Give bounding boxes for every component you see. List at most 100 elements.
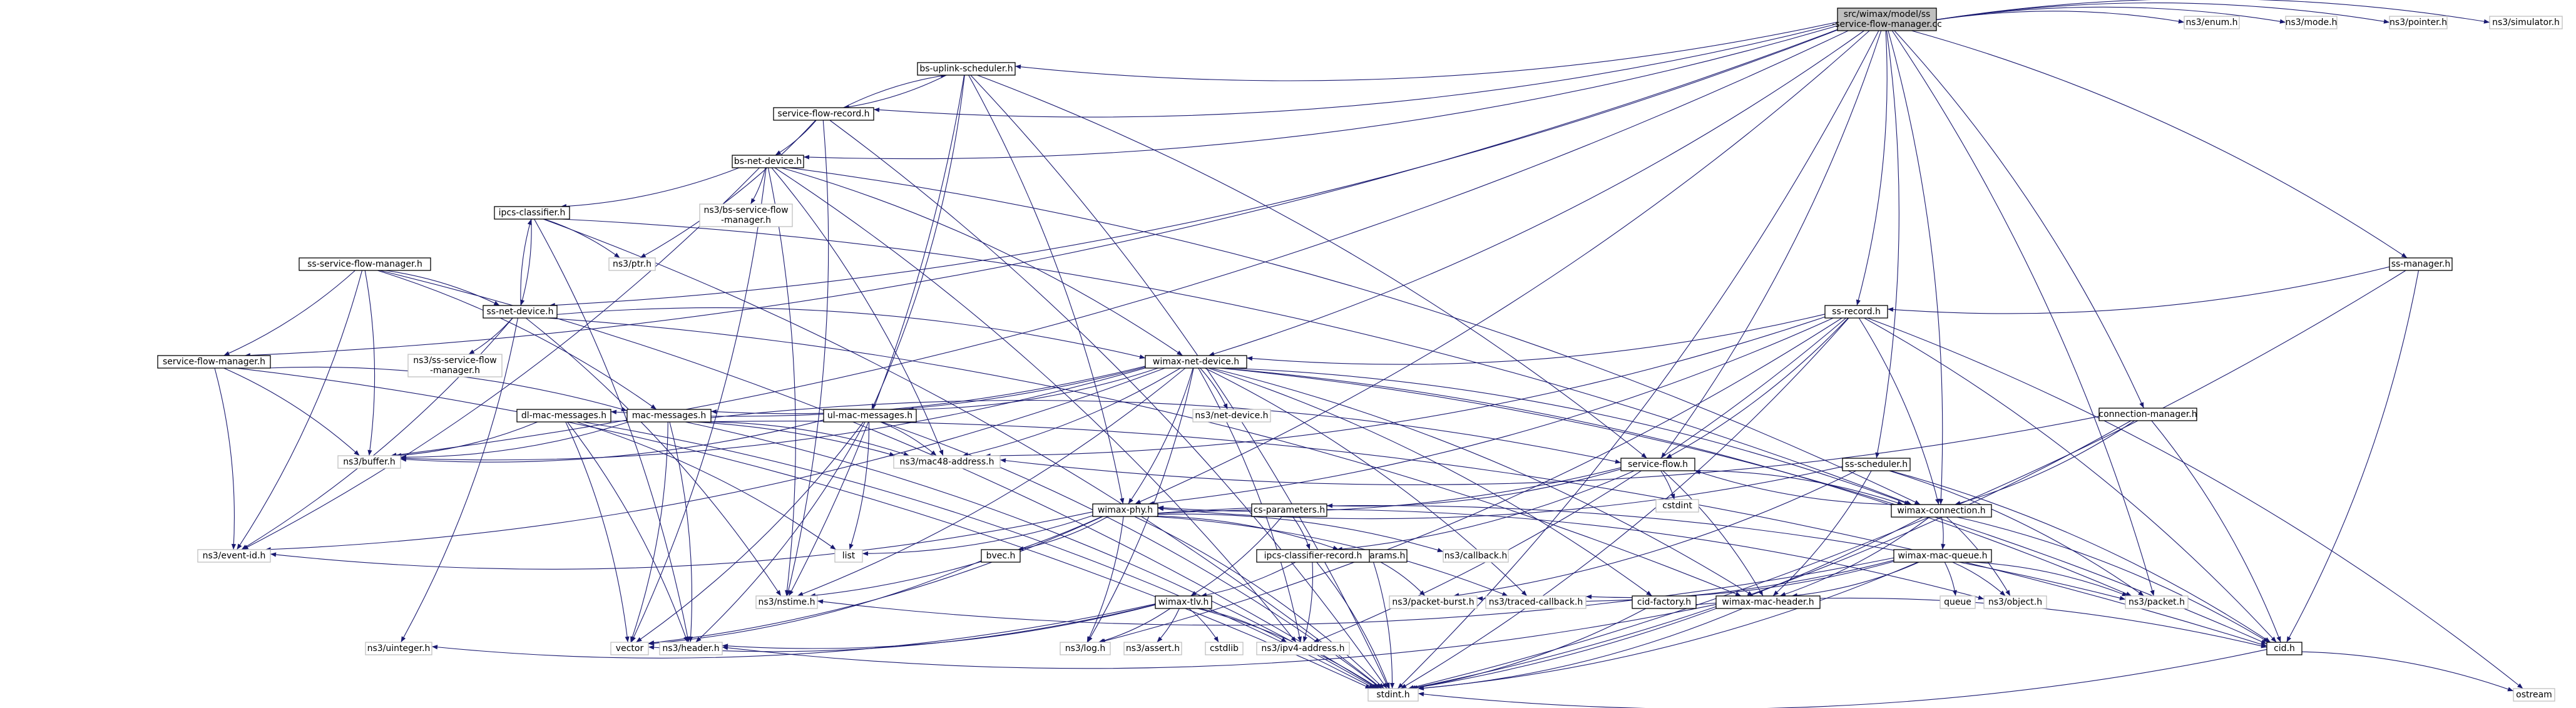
- edge-ss-service-flow-manager-to-buffer: [364, 270, 376, 456]
- node-label: ns3/net-device.h: [1195, 411, 1268, 421]
- edge-wimax-net-device-to-mac-messages: [710, 366, 1146, 414]
- edge-bs-uplink-scheduler-to-nstime: [788, 74, 965, 597]
- node-bs-uplink-scheduler[interactable]: bs-uplink-scheduler.h: [917, 62, 1016, 76]
- node-box: [157, 355, 271, 369]
- edge-wimax-mac-queue-to-nstime: [817, 557, 1894, 626]
- node-label: wimax-phy.h: [1098, 505, 1153, 515]
- node-cstdint[interactable]: cstdint: [1655, 499, 1699, 513]
- node-label: ns3/enum.h: [2185, 18, 2237, 28]
- node-label: -manager.h: [430, 366, 480, 376]
- edge-ss-record-to-ostream: [1867, 317, 2523, 689]
- node-vector[interactable]: vector: [610, 642, 649, 655]
- node-wimax-tlv[interactable]: wimax-tlv.h: [1155, 595, 1212, 609]
- edge-cid-to-ostream: [2301, 651, 2514, 692]
- node-wimax-phy[interactable]: wimax-phy.h: [1092, 503, 1158, 517]
- node-ss-manager[interactable]: ss-manager.h: [2389, 257, 2453, 271]
- node-ipv4-address[interactable]: ns3/ipv4-address.h: [1256, 642, 1350, 655]
- node-wimax-mac-header[interactable]: wimax-mac-header.h: [1715, 595, 1821, 609]
- node-ptr[interactable]: ns3/ptr.h: [608, 257, 656, 271]
- node-ss-service-flow-manager[interactable]: ss-service-flow-manager.h: [299, 257, 431, 271]
- node-nstime[interactable]: ns3/nstime.h: [755, 595, 818, 609]
- node-cs-parameters[interactable]: cs-parameters.h: [1251, 503, 1327, 517]
- node-bvec[interactable]: bvec.h: [981, 549, 1021, 563]
- node-event-id[interactable]: ns3/event-id.h: [197, 549, 271, 563]
- node-box: [1192, 409, 1271, 423]
- node-packet-burst[interactable]: ns3/packet-burst.h: [1389, 595, 1478, 609]
- edge-wimax-phy-to-log: [1086, 516, 1124, 643]
- node-stdint[interactable]: stdint.h: [1367, 688, 1419, 702]
- node-net-device[interactable]: ns3/net-device.h: [1192, 409, 1271, 423]
- node-buffer[interactable]: ns3/buffer.h: [337, 455, 401, 469]
- node-box: [1715, 595, 1821, 609]
- node-label: connection-manager.h: [2098, 409, 2197, 419]
- node-queue[interactable]: queue: [1940, 595, 1976, 609]
- node-log[interactable]: ns3/log.h: [1060, 642, 1111, 655]
- node-cid-factory[interactable]: cid-factory.h: [1632, 595, 1697, 609]
- node-mode[interactable]: ns3/mode.h: [2285, 16, 2338, 29]
- node-label: ns3/header.h: [662, 644, 719, 654]
- node-box: [1485, 595, 1587, 609]
- edge-bs-net-device-to-ipcs-classifier: [560, 167, 740, 209]
- node-enum[interactable]: ns3/enum.h: [2184, 16, 2240, 29]
- node-box: [1837, 8, 1937, 31]
- node-wimax-mac-queue[interactable]: wimax-mac-queue.h: [1893, 549, 1992, 563]
- node-service-flow[interactable]: service-flow.h: [1620, 458, 1695, 471]
- edge-root-to-bs-uplink-scheduler: [1015, 21, 1838, 81]
- node-packet[interactable]: ns3/packet.h: [2125, 595, 2189, 609]
- node-label: bvec.h: [986, 551, 1016, 561]
- node-ss-service-flow-manager-ext[interactable]: ns3/ss-service-flow-manager.h: [407, 354, 503, 377]
- edge-wimax-net-device-to-packet: [1220, 367, 2132, 597]
- node-traced-callback[interactable]: ns3/traced-callback.h: [1485, 595, 1587, 609]
- node-service-flow-record[interactable]: service-flow-record.h: [773, 107, 874, 121]
- node-bs-net-device[interactable]: bs-net-device.h: [732, 155, 804, 168]
- edge-ss-scheduler-to-wimax-mac-header: [1772, 470, 1872, 597]
- edge-ss-record-to-cid: [1864, 317, 2277, 643]
- node-pointer[interactable]: ns3/pointer.h: [2389, 16, 2448, 29]
- node-ss-net-device[interactable]: ss-net-device.h: [483, 305, 558, 319]
- edge-ipcs-classifier-to-header: [534, 218, 690, 643]
- node-assert[interactable]: ns3/assert.h: [1123, 642, 1182, 655]
- node-box: [608, 257, 656, 271]
- edge-ss-manager-to-ss-record: [1887, 266, 2390, 314]
- node-connection-manager[interactable]: connection-manager.h: [2098, 408, 2197, 421]
- edge-wimax-net-device-to-cid-factory: [1208, 367, 1652, 597]
- node-object[interactable]: ns3/object.h: [1983, 595, 2047, 609]
- node-ss-scheduler[interactable]: ss-scheduler.h: [1842, 458, 1911, 471]
- node-box: [337, 455, 401, 469]
- node-label: ss-record.h: [1832, 307, 1881, 317]
- edge-wimax-connection-to-cid: [1956, 516, 2269, 643]
- node-root[interactable]: src/wimax/model/ss-service-flow-manager.…: [1832, 8, 1942, 31]
- node-ostream[interactable]: ostream: [2513, 688, 2555, 702]
- node-box: [365, 642, 432, 655]
- node-ipcs-classifier[interactable]: ipcs-classifier.h: [494, 206, 570, 220]
- edge-wimax-tlv-to-uinteger: [431, 603, 1156, 659]
- node-service-flow-manager[interactable]: service-flow-manager.h: [157, 355, 271, 369]
- node-cid[interactable]: cid.h: [2266, 642, 2303, 655]
- node-header[interactable]: ns3/header.h: [659, 642, 723, 655]
- node-label: bs-uplink-scheduler.h: [919, 64, 1013, 74]
- node-dl-mac-messages[interactable]: dl-mac-messages.h: [516, 409, 611, 423]
- node-simulator[interactable]: ns3/simulator.h: [2489, 16, 2563, 29]
- node-ipcs-classifier-record[interactable]: ipcs-classifier-record.h: [1256, 549, 1370, 563]
- node-wimax-connection[interactable]: wimax-connection.h: [1891, 504, 1992, 518]
- node-mac48-address[interactable]: ns3/mac48-address.h: [893, 455, 1001, 469]
- node-box: [981, 549, 1021, 563]
- node-uinteger[interactable]: ns3/uinteger.h: [365, 642, 432, 655]
- edge-dl-mac-messages-to-vector: [565, 421, 630, 643]
- node-mac-messages[interactable]: mac-messages.h: [626, 409, 712, 423]
- node-label: ns3/ipv4-address.h: [1261, 644, 1344, 654]
- edge-ss-record-to-stdint: [1400, 317, 1849, 689]
- node-box: [1940, 595, 1976, 609]
- node-ss-record[interactable]: ss-record.h: [1824, 305, 1888, 319]
- node-box: [732, 155, 804, 168]
- node-bs-service-flow-manager-ext[interactable]: ns3/bs-service-flow-manager.h: [699, 203, 793, 227]
- node-wimax-net-device[interactable]: wimax-net-device.h: [1145, 355, 1247, 369]
- node-ul-mac-messages[interactable]: ul-mac-messages.h: [823, 409, 917, 423]
- edge-root-to-simulator: [1936, 0, 2490, 24]
- node-box: [1092, 503, 1158, 517]
- node-box: [610, 642, 649, 655]
- node-cstdlib[interactable]: cstdlib: [1205, 642, 1244, 655]
- node-callback[interactable]: ns3/callback.h: [1443, 549, 1509, 563]
- node-list[interactable]: list: [834, 549, 863, 563]
